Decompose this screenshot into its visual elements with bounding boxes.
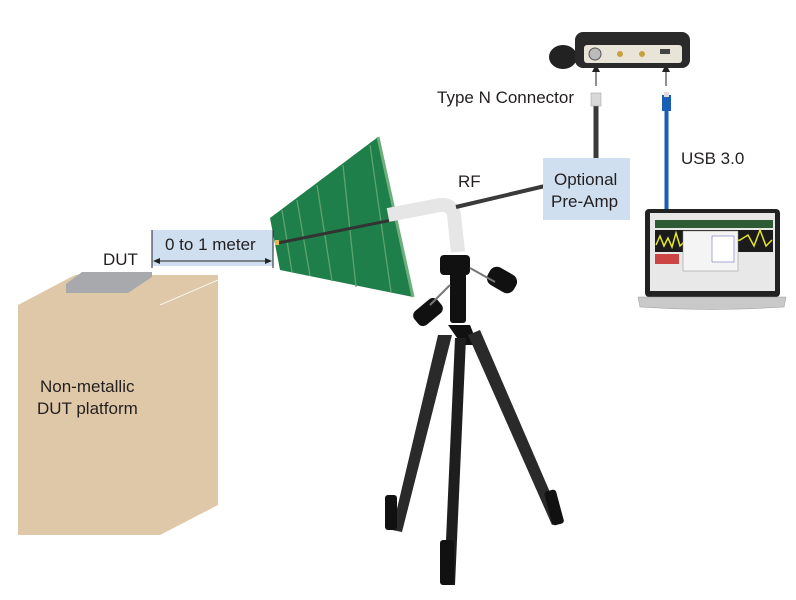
preamp-label-line2: Pre-Amp <box>551 192 619 211</box>
rf-label: RF <box>458 172 481 191</box>
antenna-mount-bracket <box>386 197 465 253</box>
dut-device <box>66 272 152 293</box>
type-n-connector-icon <box>590 92 602 107</box>
distance-label: 0 to 1 meter <box>165 235 256 254</box>
platform-label-line2: DUT platform <box>37 399 138 418</box>
usb-cable <box>662 92 671 212</box>
dut-platform <box>18 275 219 535</box>
usb-label: USB 3.0 <box>681 149 745 168</box>
type-n-connector-label: Type N Connector <box>437 88 575 107</box>
tripod <box>385 255 564 585</box>
distance-dimension <box>151 230 274 268</box>
dut-label: DUT <box>103 250 138 269</box>
arrow-up-icon <box>592 64 670 86</box>
laptop <box>637 209 787 310</box>
rf-cable <box>455 184 546 209</box>
preamp-label-line1: Optional <box>554 170 618 189</box>
preamp-box <box>543 158 630 220</box>
platform-label-line1: Non-metallic <box>40 377 135 396</box>
spectrum-analyzer-device <box>549 32 690 69</box>
